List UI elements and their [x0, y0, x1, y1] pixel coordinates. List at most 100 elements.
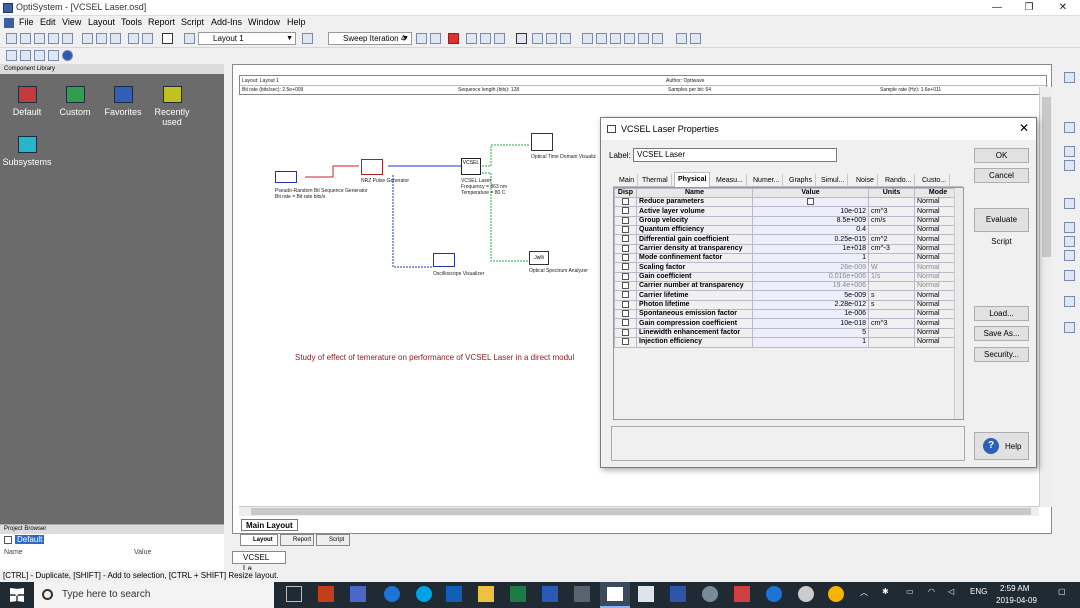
vertical-scrollbar-thumb[interactable] — [1042, 97, 1051, 257]
toolbar2-icon-3[interactable] — [34, 50, 45, 61]
checkbox-icon[interactable] — [622, 244, 629, 252]
file-explorer-icon[interactable] — [478, 586, 494, 602]
oscilloscope-visualizer-block[interactable] — [433, 253, 455, 267]
print-icon[interactable] — [62, 33, 73, 44]
tab-random[interactable]: Rando... — [882, 174, 916, 187]
disp-checkbox[interactable] — [614, 281, 637, 292]
disp-checkbox[interactable] — [614, 215, 637, 227]
param-value[interactable]: 1 — [752, 337, 869, 348]
param-value[interactable]: 10e-018 — [752, 318, 869, 329]
copy-icon[interactable] — [96, 33, 107, 44]
stop-icon[interactable] — [448, 33, 459, 44]
label-input[interactable]: VCSEL Laser — [633, 148, 837, 162]
chrome-icon[interactable] — [828, 586, 844, 602]
tab-measurements[interactable]: Measu... — [713, 174, 747, 187]
taskbar-search-box[interactable]: Type here to search — [34, 582, 274, 608]
tab-noise[interactable]: Noise — [853, 174, 878, 187]
app-icon-6[interactable] — [734, 586, 750, 602]
menu-layout[interactable]: Layout — [88, 17, 116, 27]
toolbar-icon-c[interactable] — [494, 33, 505, 44]
tray-chevron-icon[interactable]: ︿ — [860, 588, 868, 597]
app-icon-2[interactable] — [574, 586, 590, 602]
param-value[interactable]: 26e-009 — [752, 262, 869, 273]
disp-checkbox[interactable] — [614, 271, 637, 283]
battery-icon[interactable]: ▭ — [906, 587, 914, 596]
menu-report[interactable]: Report — [148, 17, 176, 27]
param-value[interactable]: 5e-009 — [752, 290, 869, 301]
tool-icon-5[interactable] — [1064, 322, 1075, 333]
select-pointer-icon[interactable] — [1064, 72, 1075, 83]
security-button[interactable]: Security... — [974, 347, 1029, 362]
close-button[interactable]: ✕ — [1058, 2, 1068, 13]
checkbox-icon[interactable] — [622, 254, 629, 262]
checkbox-icon[interactable] — [622, 338, 629, 346]
redo-icon[interactable] — [142, 33, 153, 44]
checkbox-icon[interactable] — [622, 282, 629, 290]
load-button[interactable]: Load... — [974, 306, 1029, 321]
toolbar-icon-f[interactable] — [610, 33, 621, 44]
language-indicator[interactable]: ENG — [970, 587, 988, 596]
toolbar2-icon-4[interactable] — [48, 50, 59, 61]
toolbar-icon-h[interactable] — [638, 33, 649, 44]
checkbox-icon[interactable] — [622, 226, 629, 234]
clock-time[interactable]: 2:59 AM — [1000, 584, 1030, 593]
sweep-next-icon[interactable] — [430, 33, 441, 44]
disp-checkbox[interactable] — [614, 327, 637, 339]
menu-script[interactable]: Script — [181, 17, 205, 27]
toolbar-icon-d[interactable] — [582, 33, 593, 44]
cancel-button[interactable]: Cancel — [974, 168, 1029, 183]
run-icon[interactable] — [162, 33, 173, 44]
tool-icon-4[interactable] — [1064, 296, 1075, 307]
checkbox-icon[interactable] — [622, 310, 629, 318]
tool-icon-3[interactable] — [1064, 270, 1075, 281]
checkbox-icon[interactable] — [622, 272, 629, 280]
disp-checkbox[interactable] — [614, 253, 637, 264]
nrz-pulse-generator-block[interactable] — [361, 159, 383, 175]
checkbox-icon[interactable] — [622, 319, 629, 327]
toolbar-icon-k[interactable] — [690, 33, 701, 44]
toolbar-icon-g[interactable] — [624, 33, 635, 44]
excel-icon[interactable] — [510, 586, 526, 602]
evaluate-script-button[interactable]: Evaluate Script — [974, 208, 1029, 246]
tray-icon-1[interactable]: ✱ — [882, 587, 889, 596]
horizontal-scrollbar-thumb[interactable] — [251, 508, 1031, 515]
powerpoint-icon[interactable] — [318, 586, 334, 602]
tab-physical[interactable]: Physical — [674, 172, 711, 187]
view-mode-icon-3[interactable] — [546, 33, 557, 44]
toolbar-icon-j[interactable] — [676, 33, 687, 44]
disp-checkbox[interactable] — [614, 309, 637, 320]
library-subsystems[interactable]: Subsystems — [2, 136, 52, 167]
disp-checkbox[interactable] — [614, 337, 637, 348]
tool-icon-2[interactable] — [1064, 146, 1075, 157]
toolbar-icon-a[interactable] — [466, 33, 477, 44]
help-icon[interactable] — [62, 50, 73, 61]
outlook-icon[interactable] — [446, 586, 462, 602]
toolbar-icon-i[interactable] — [652, 33, 663, 44]
paste-icon[interactable] — [110, 33, 121, 44]
optical-spectrum-analyzer-block[interactable]: Jwlli — [529, 251, 549, 265]
ok-button[interactable]: OK — [974, 148, 1029, 163]
library-custom[interactable]: Custom — [50, 86, 100, 117]
disp-checkbox[interactable] — [614, 290, 637, 301]
param-value[interactable]: 5 — [752, 327, 869, 339]
checkbox-icon[interactable] — [622, 216, 629, 224]
checkbox-icon[interactable] — [622, 207, 629, 215]
layout-select[interactable]: Layout 1▼ — [198, 32, 296, 45]
vcsel-laser-block[interactable]: VCSEL — [461, 158, 481, 175]
document-tab[interactable]: VCSEL La... — [232, 551, 286, 573]
tool-icon-1[interactable] — [1064, 122, 1075, 133]
optisystem-taskbar-button[interactable] — [600, 582, 630, 608]
add-layout-icon[interactable] — [302, 33, 313, 44]
wifi-icon[interactable]: ◠ — [928, 587, 935, 596]
toolbar-icon-b[interactable] — [480, 33, 491, 44]
disp-checkbox[interactable] — [614, 243, 637, 255]
